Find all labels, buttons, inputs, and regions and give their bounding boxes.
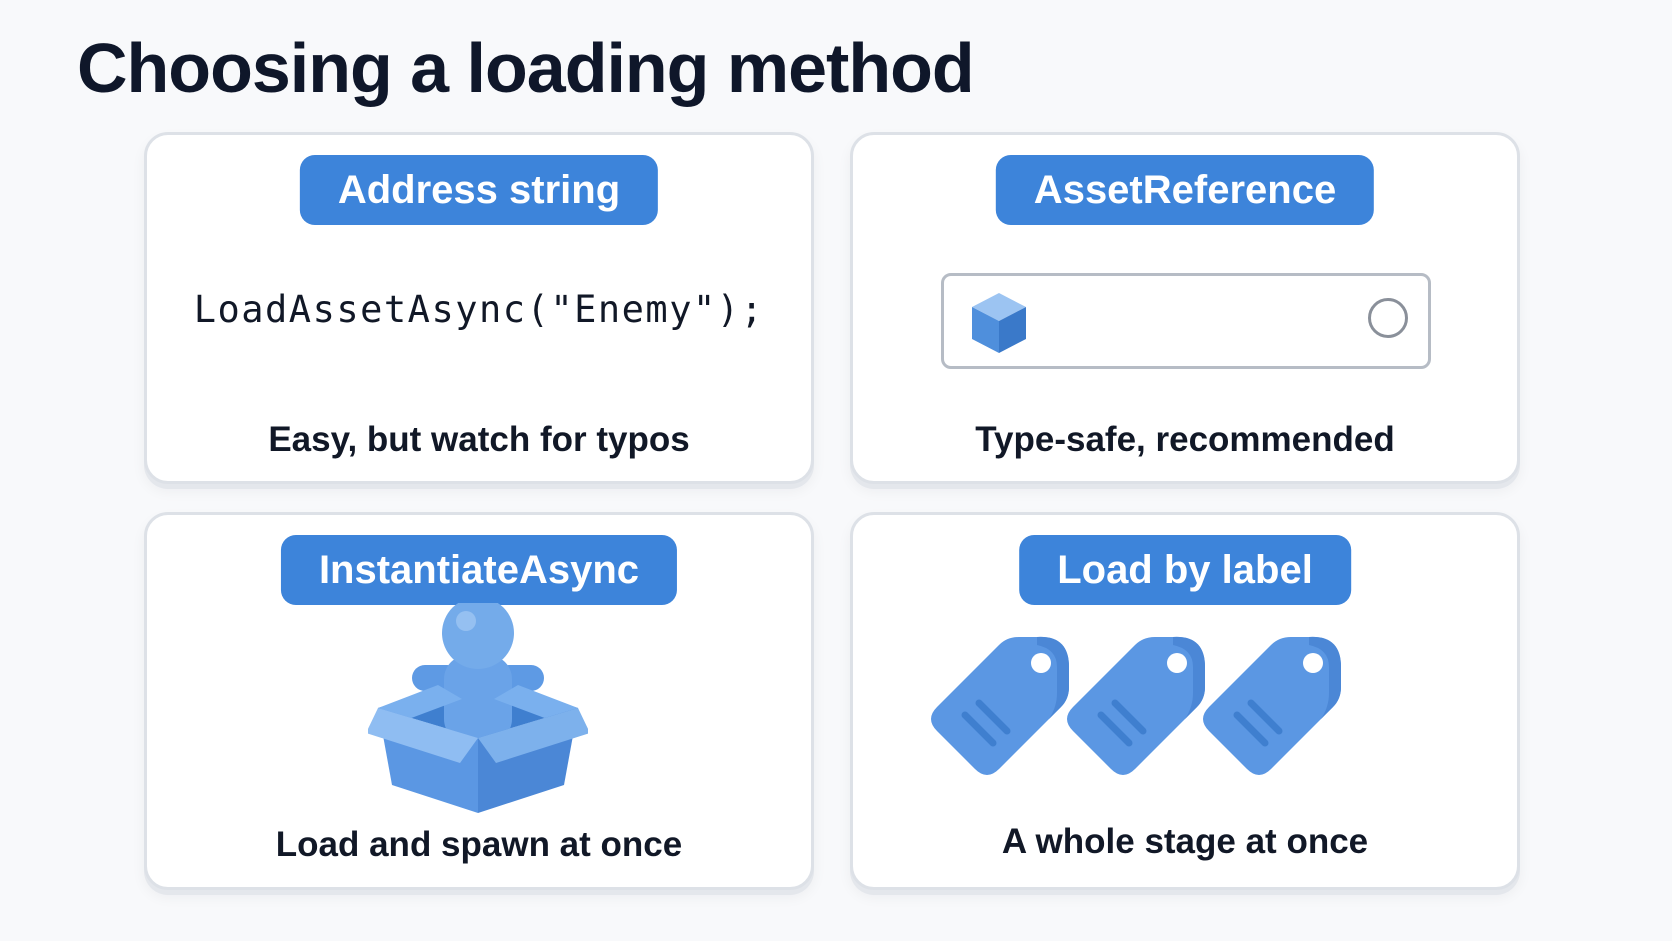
- object-picker-icon[interactable]: [1368, 298, 1408, 338]
- cube-icon: [972, 293, 1026, 353]
- asset-reference-field[interactable]: [941, 273, 1431, 369]
- card-heading-load-by-label: Load by label: [1019, 535, 1351, 605]
- card-caption-load-by-label: A whole stage at once: [1001, 822, 1369, 861]
- card-heading-address-string: Address string: [299, 155, 659, 225]
- card-load-by-label: Load by label A whole stage at once: [850, 512, 1520, 890]
- card-caption-address-string: Easy, but watch for typos: [268, 420, 690, 459]
- card-heading-asset-reference: AssetReference: [995, 155, 1375, 225]
- card-caption-asset-reference: Type-safe, recommended: [975, 420, 1395, 459]
- card-address-string: Address string LoadAssetAsync("Enemy"); …: [144, 132, 814, 484]
- tags-icon: [929, 627, 1349, 792]
- figure-in-box-icon: [368, 603, 588, 813]
- card-caption-instantiate-async: Load and spawn at once: [275, 825, 683, 864]
- card-instantiate-async: InstantiateAsync Load and spawn at once: [144, 512, 814, 890]
- card-heading-instantiate-async: InstantiateAsync: [280, 535, 678, 605]
- card-asset-reference: AssetReference Type-safe, recommended: [850, 132, 1520, 484]
- slide-title: Choosing a loading method: [77, 29, 975, 107]
- code-snippet: LoadAssetAsync("Enemy");: [193, 288, 765, 331]
